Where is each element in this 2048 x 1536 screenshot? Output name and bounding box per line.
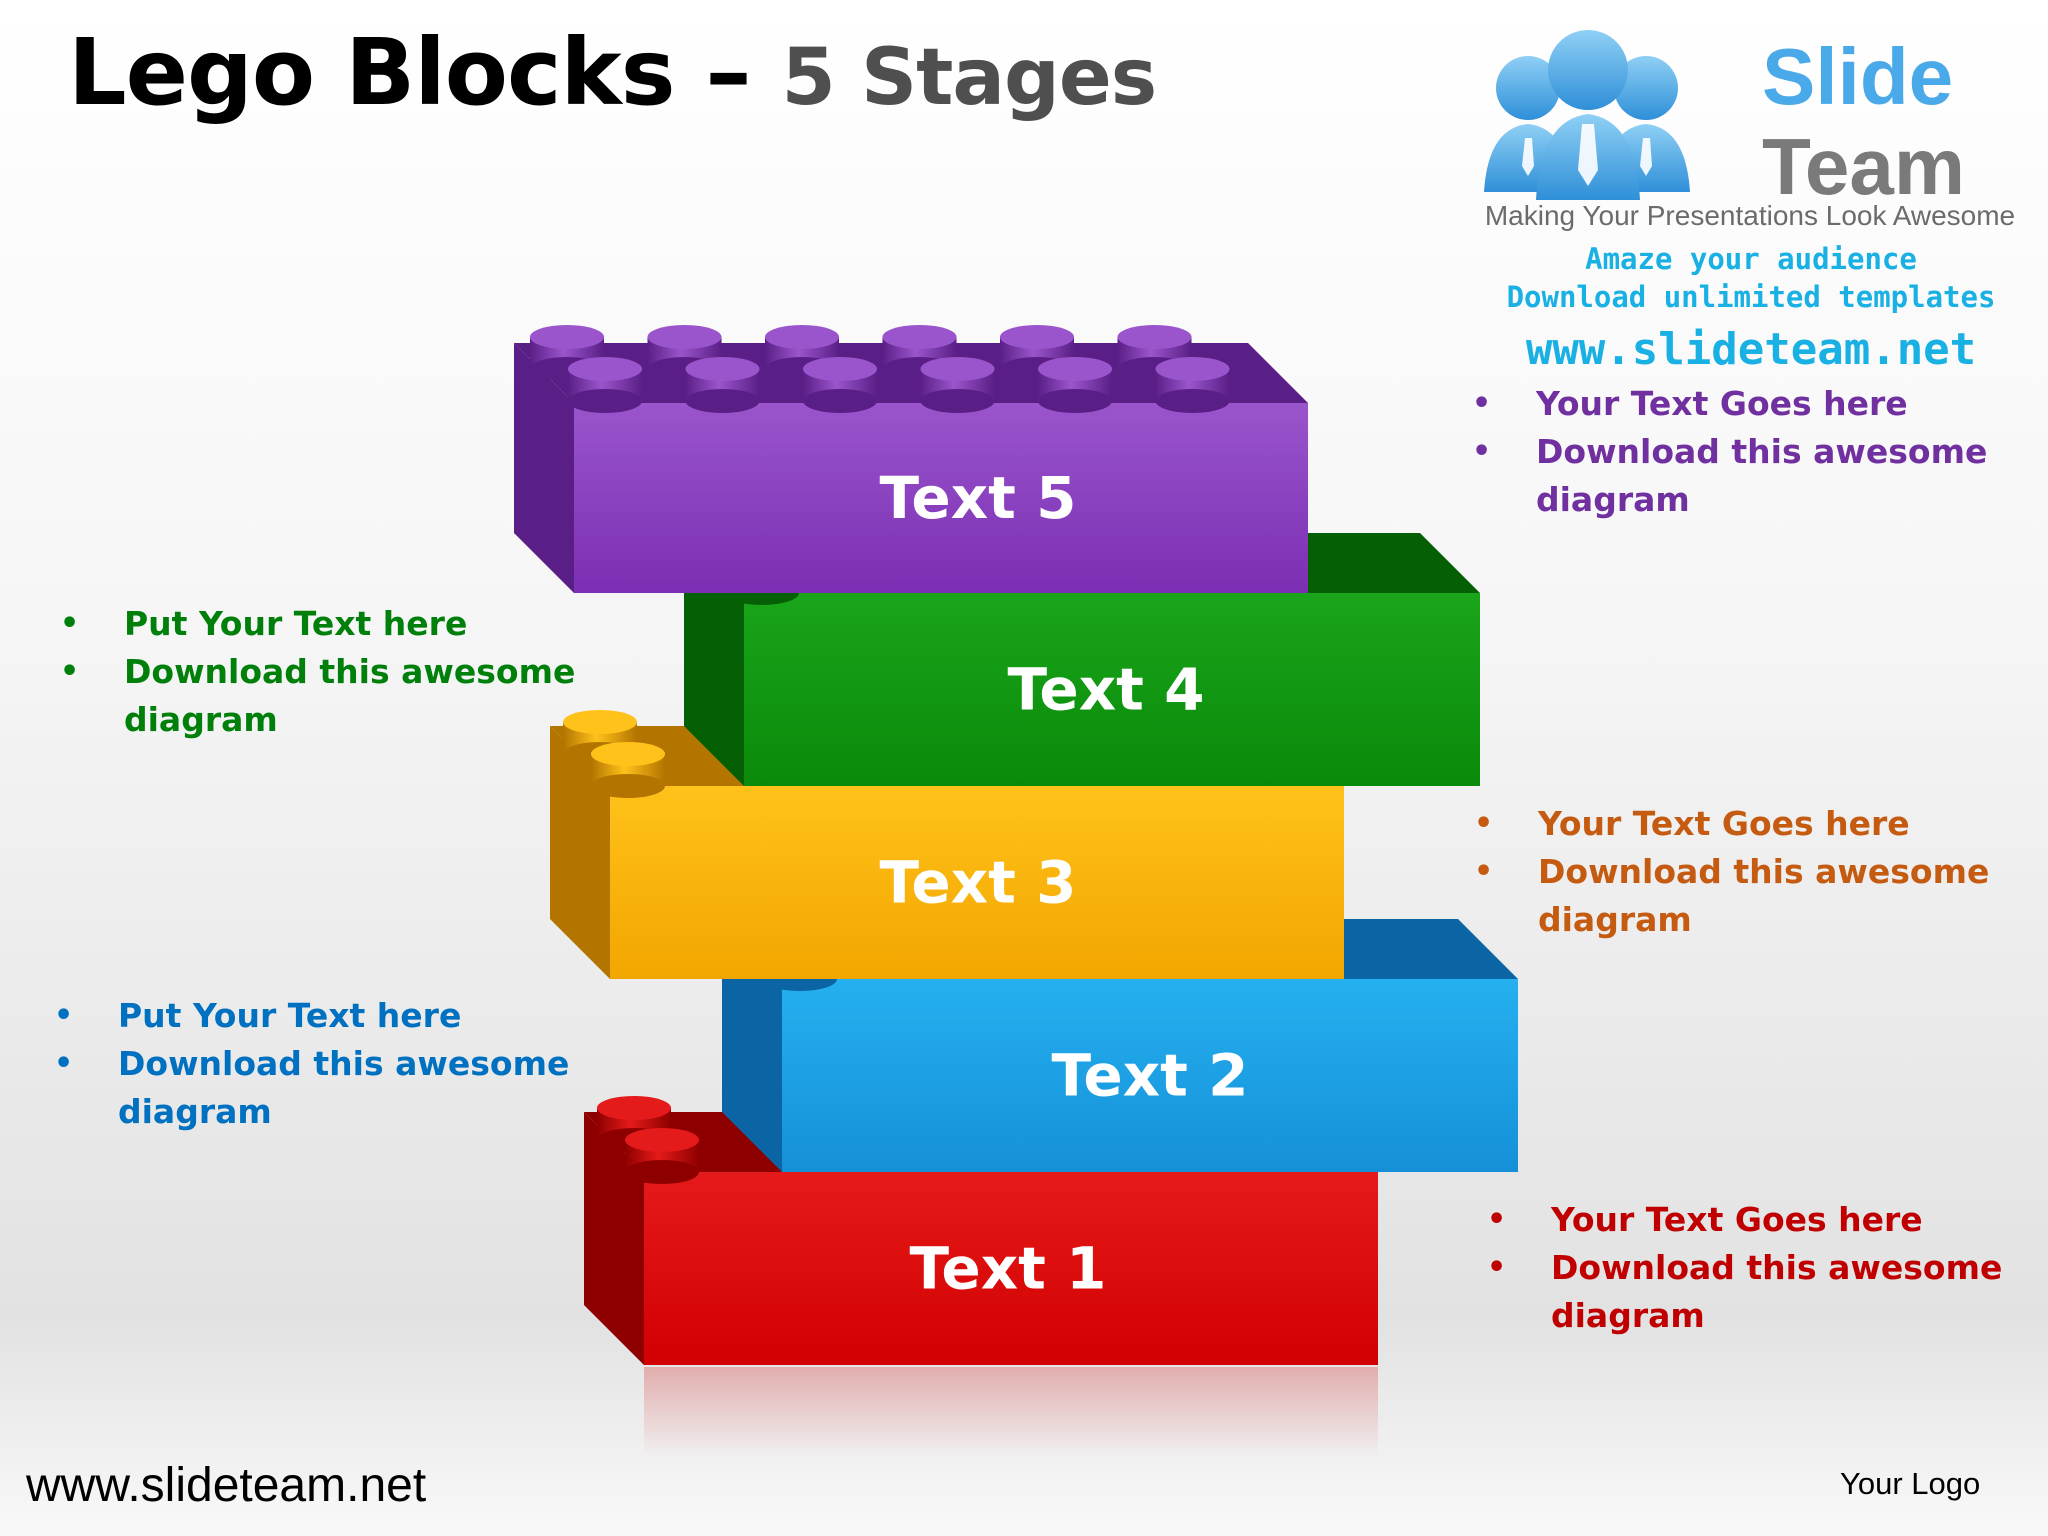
block-front-face (644, 1172, 1378, 1365)
orange-bullet-1: Your Text Goes here (1474, 800, 1994, 848)
block-stud (625, 1128, 699, 1184)
purple-bullet-2: Download this awesome diagram (1472, 428, 1992, 524)
brand-team: Team (1762, 122, 1965, 211)
purple-bullets: Your Text Goes here Download this awesom… (1472, 380, 1992, 524)
red-bullet-2: Download this awesome diagram (1487, 1244, 2007, 1340)
block-front-face (782, 979, 1518, 1172)
block-stud (568, 357, 642, 413)
logo-promo: Amaze your audience Download unlimited t… (1476, 240, 2026, 378)
block-front-face (574, 403, 1308, 593)
block-front-face (610, 786, 1344, 979)
footer-url: www.slideteam.net (26, 1459, 427, 1512)
people-icon (1484, 30, 1690, 200)
block-stud (1155, 357, 1230, 413)
blue-bullets: Put Your Text here Download this awesome… (54, 992, 574, 1136)
purple-bullet-1: Your Text Goes here (1472, 380, 1992, 428)
block-stud (803, 357, 877, 413)
block-label-2: Text 2 (1052, 1042, 1249, 1110)
block-label-5: Text 5 (880, 464, 1077, 532)
slide-title: Lego Blocks – 5 Stages (68, 18, 1158, 133)
red-bullets: Your Text Goes here Download this awesom… (1487, 1196, 2007, 1340)
logo-tagline: Making Your Presentations Look Awesome (1484, 200, 2016, 231)
block-label-1: Text 1 (910, 1235, 1107, 1303)
green-bullet-2: Download this awesome diagram (60, 648, 580, 744)
footer-logo-placeholder: Your Logo (1840, 1466, 1981, 1501)
blue-bullet-1: Put Your Text here (54, 992, 574, 1040)
block-front-face (744, 593, 1480, 786)
title-dash: – (674, 19, 782, 126)
block-stud (685, 357, 760, 413)
red-bullet-1: Your Text Goes here (1487, 1196, 2007, 1244)
brand-slide: Slide (1762, 32, 1953, 121)
block-label-3: Text 3 (880, 849, 1077, 917)
block-side-face (514, 343, 574, 593)
orange-bullets: Your Text Goes here Download this awesom… (1474, 800, 1994, 944)
green-bullet-1: Put Your Text here (60, 600, 580, 648)
block-label-4: Text 4 (1008, 656, 1205, 724)
block-stud (591, 742, 665, 798)
promo-url: www.slideteam.net (1525, 324, 1977, 375)
slide-team-logo: Slide Team (1484, 30, 1965, 211)
block-reflection (644, 1367, 1378, 1457)
blue-bullet-2: Download this awesome diagram (54, 1040, 574, 1136)
block-stud (1038, 357, 1112, 413)
promo-line2: Download unlimited templates (1506, 280, 1996, 314)
block-stud (920, 357, 995, 413)
title-main: Lego Blocks (68, 19, 675, 126)
orange-bullet-2: Download this awesome diagram (1474, 848, 1994, 944)
green-bullets: Put Your Text here Download this awesome… (60, 600, 580, 744)
promo-line1: Amaze your audience (1585, 242, 1917, 276)
lego-block-5: Text 5 (514, 325, 1308, 593)
title-sub: 5 Stages (781, 33, 1158, 123)
